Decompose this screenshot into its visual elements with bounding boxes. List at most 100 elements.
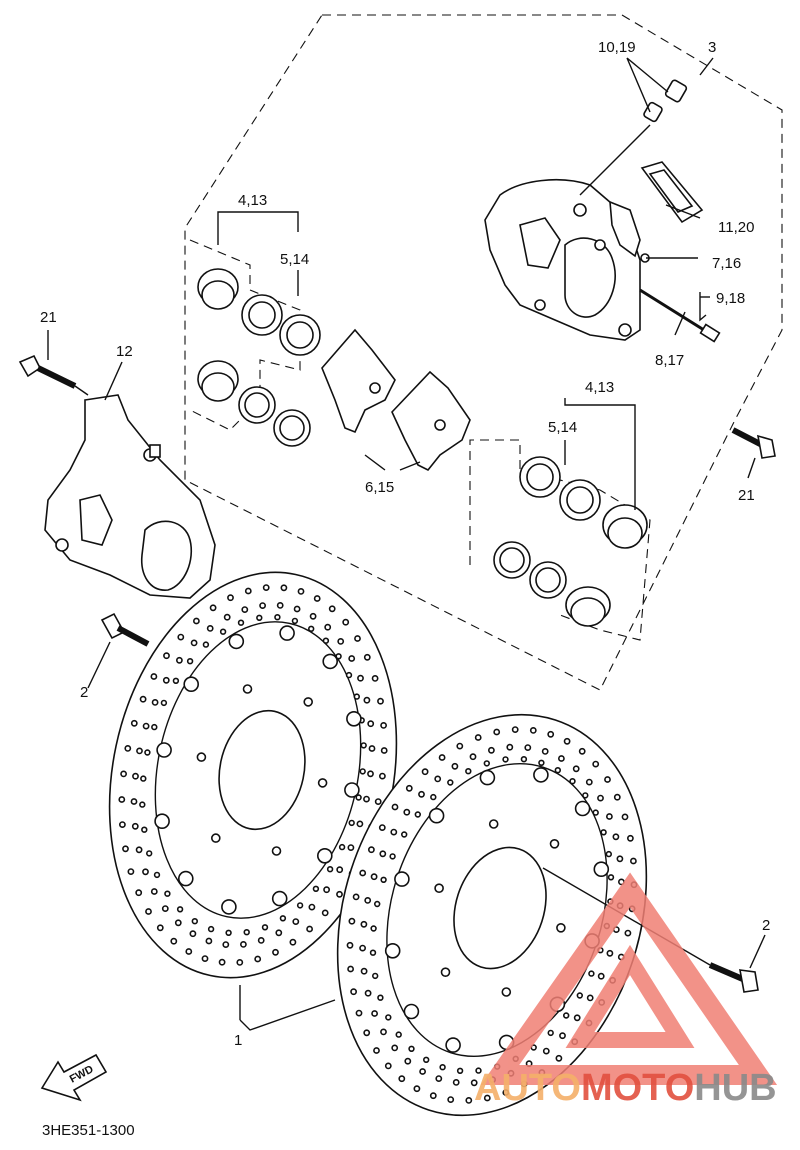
left-brake-disc [108,571,398,979]
disc-bolt-hole [549,838,560,849]
disc-hole [493,728,501,736]
disc-button [183,676,199,693]
pistons-seals-top [189,239,321,447]
disc-hole [308,903,316,911]
disc-hole [326,865,334,873]
disc-hole [389,853,396,860]
disc-hole [606,949,614,957]
disc-hole [321,909,329,917]
callout-1: 1 [234,1032,242,1049]
disc-button [322,653,339,670]
disc-button [316,847,333,864]
bolt-2-right [708,962,759,993]
disc-hole [558,755,565,762]
disc-hole [524,744,532,751]
disc-button [271,890,288,907]
disc-hole [520,755,528,763]
disc-hole [293,605,301,613]
disc-hole [429,1092,437,1100]
disc-button [394,871,410,887]
disc-hole [144,749,151,756]
disc-hole [547,1029,554,1037]
disc-hole [124,745,132,752]
disc-hole [613,793,621,801]
disc-hole [597,972,605,980]
disc-hole [306,925,313,933]
callout-5-14-top: 5,14 [280,251,309,268]
disc-hole [616,855,624,863]
disc-hole [164,890,171,897]
disc-hole [364,897,372,904]
disc-hole [377,994,384,1001]
disc-hole [135,889,143,897]
disc-hole [201,955,209,962]
disc-hole [309,612,317,620]
disc-hole [337,638,345,645]
disc-hole [367,846,375,854]
disc-hole [554,766,561,774]
disc-hole [342,618,350,626]
disc-hole [372,972,379,980]
disc-hole [276,602,284,609]
disc-hole [130,798,138,805]
disc-hole [185,948,193,955]
disc-hole [348,655,356,662]
disc-hole [322,637,330,644]
disc-hole [186,657,194,665]
disc-hole [177,633,185,641]
disc-hole [176,906,184,913]
callout-2-left: 2 [80,684,88,701]
disc-hole [175,656,183,664]
disc-hole [541,748,549,755]
disc-hole [261,924,269,931]
disc-hole [592,809,599,816]
disc-hole [350,988,357,996]
disc-hole [563,737,571,745]
disc-hole [403,808,411,816]
disc-hole [529,727,537,734]
disc-bolt-hole [488,819,499,829]
disc-hole [451,762,459,770]
disc-hole [370,925,377,932]
disc-hole [279,915,287,922]
disc-button [479,769,496,786]
disc-hole [363,696,371,704]
disc-hole [146,850,153,857]
disc-hole [395,1031,402,1038]
disc-hole [132,772,139,780]
disc-button [533,767,549,783]
disc-hole [439,1063,446,1071]
disc-hole [141,826,148,833]
caliper-assembly-boundary [184,14,783,691]
disc-hole [483,1094,491,1102]
disc-hole [465,1097,473,1104]
disc-hole [378,824,386,831]
disc-hole [257,937,265,944]
svg-text:AUTOMOTOHUB: AUTOMOTOHUB [474,1067,777,1109]
disc-hole [624,929,632,937]
callouts: 3 10,19 11,20 7,16 9,18 8,17 4,13 5,14 6… [40,39,770,1049]
disc-bolt-hole [501,987,512,997]
disc-hole [206,625,214,632]
disc-hole [163,652,170,660]
disc-hole [357,674,364,682]
disc-bolt-hole [242,684,253,694]
disc-button [428,807,445,824]
disc-button [574,800,591,817]
disc-bolt-hole [303,697,314,707]
disc-hole [135,846,143,854]
disc-hole [588,970,595,977]
disc-hole [377,697,384,705]
disc-hole [142,722,150,730]
disc-hole [192,617,200,625]
disc-button [445,1037,461,1053]
disc-hole [254,955,262,963]
right-caliper-body [484,179,641,341]
disc-hole [359,768,366,775]
disc-bolt-hole [440,967,451,978]
disc-hole [189,930,197,938]
disc-hole [367,720,375,728]
disc-hole [237,619,245,626]
disc-button [156,742,172,758]
